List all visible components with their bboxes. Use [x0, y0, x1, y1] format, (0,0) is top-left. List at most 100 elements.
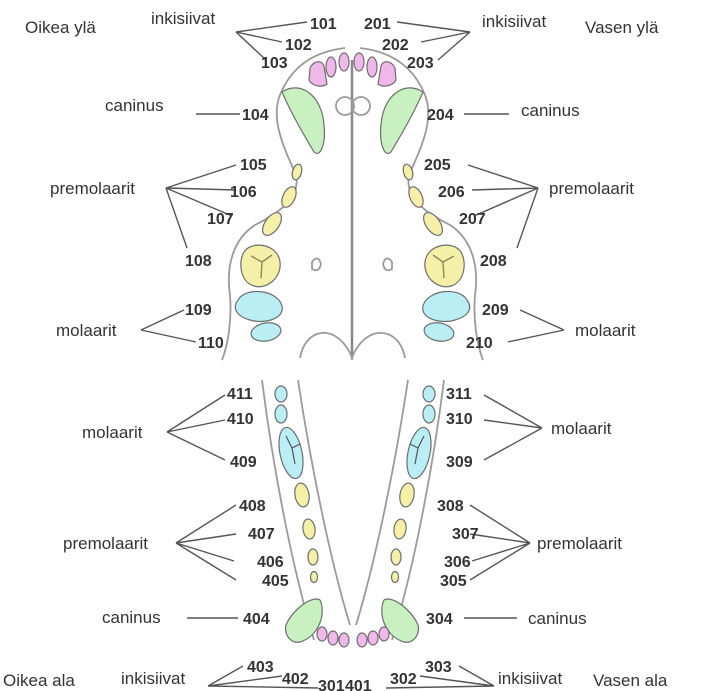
upper-foramen-right	[312, 258, 321, 270]
number-311: 311	[446, 386, 472, 403]
number-207: 207	[459, 211, 486, 228]
tooth-310	[423, 405, 435, 423]
corner-label-lower-right: Oikea ala	[3, 671, 75, 690]
number-309: 309	[446, 454, 473, 471]
label-lower-right-incisors: inkisiivat	[121, 669, 186, 688]
upper-foramen-left	[383, 258, 392, 270]
tooth-102	[326, 57, 336, 77]
number-307: 307	[452, 526, 479, 543]
tooth-405	[311, 572, 318, 583]
label-upper-left-premolars: premolaarit	[549, 179, 634, 198]
number-106: 106	[230, 184, 257, 201]
tooth-202	[367, 57, 377, 77]
number-210: 210	[466, 335, 493, 352]
label-lower-left-molars: molaarit	[551, 419, 612, 438]
number-408: 408	[239, 498, 266, 515]
leader-upper-left-premolars	[468, 165, 538, 248]
number-303: 303	[425, 659, 452, 676]
number-103: 103	[261, 55, 288, 72]
label-upper-right-canine: caninus	[105, 96, 164, 115]
label-upper-left-canine: caninus	[521, 101, 580, 120]
tooth-407	[302, 518, 317, 539]
number-405: 405	[262, 573, 289, 590]
number-102: 102	[285, 37, 312, 54]
number-407: 407	[248, 526, 275, 543]
label-upper-right-premolars: premolaarit	[50, 179, 135, 198]
label-upper-right-molars: molaarit	[56, 321, 117, 340]
tooth-409	[275, 425, 307, 480]
number-404: 404	[243, 611, 270, 628]
number-402: 402	[282, 671, 309, 688]
number-301: 301	[318, 678, 345, 691]
tooth-401	[339, 633, 349, 647]
tooth-204	[381, 88, 423, 154]
tooth-209	[423, 291, 470, 321]
number-306: 306	[444, 554, 471, 571]
number-209: 209	[482, 302, 509, 319]
label-lower-right-canine: caninus	[102, 608, 161, 627]
tooth-210	[423, 321, 456, 344]
tooth-307	[393, 518, 408, 539]
number-410: 410	[227, 411, 254, 428]
number-302: 302	[390, 671, 417, 688]
number-403: 403	[247, 659, 274, 676]
tooth-306	[391, 549, 401, 565]
tooth-411	[275, 386, 287, 402]
tooth-101	[339, 53, 349, 71]
label-lower-right-molars: molaarit	[82, 423, 143, 442]
tooth-numbers: 101 102 103 104 105 106 107 108 109 110 …	[185, 16, 509, 691]
leader-lower-left-molars	[484, 395, 542, 460]
number-108: 108	[185, 253, 212, 270]
label-upper-left-molars: molaarit	[575, 321, 636, 340]
label-upper-right-incisors: inkisiivat	[151, 9, 216, 28]
number-205: 205	[424, 157, 451, 174]
tooth-410	[275, 405, 287, 423]
number-308: 308	[437, 498, 464, 515]
lower-teeth	[275, 386, 435, 647]
number-411: 411	[227, 386, 253, 403]
tooth-402	[328, 631, 338, 645]
number-208: 208	[480, 253, 507, 270]
leader-lower-right-molars	[167, 395, 225, 460]
number-304: 304	[426, 611, 453, 628]
tooth-408	[293, 482, 311, 508]
text-labels: Oikea ylä Vasen ylä Oikea ala Vasen ala …	[3, 9, 668, 690]
tooth-109	[235, 291, 282, 321]
number-203: 203	[407, 55, 434, 72]
tooth-207	[420, 209, 446, 238]
tooth-302	[368, 631, 378, 645]
number-107: 107	[207, 211, 234, 228]
tooth-108	[241, 245, 280, 287]
number-401: 401	[345, 678, 372, 691]
label-upper-left-incisors: inkisiivat	[482, 12, 547, 31]
label-lower-left-canine: caninus	[528, 609, 587, 628]
number-310: 310	[446, 411, 473, 428]
tooth-406	[308, 549, 318, 565]
number-105: 105	[240, 157, 267, 174]
tooth-305	[392, 572, 399, 583]
tooth-311	[423, 386, 435, 402]
leader-upper-left-molars	[508, 310, 564, 342]
label-lower-left-premolars: premolaarit	[537, 534, 622, 553]
tooth-403	[317, 627, 327, 641]
label-lower-right-premolars: premolaarit	[63, 534, 148, 553]
tooth-301	[357, 633, 367, 647]
number-201: 201	[364, 16, 391, 33]
tooth-303	[379, 627, 389, 641]
leader-upper-right-premolars	[166, 165, 236, 248]
number-305: 305	[440, 573, 467, 590]
tooth-107	[259, 209, 285, 238]
tooth-103	[309, 62, 327, 86]
leader-lower-left-premolars	[470, 505, 530, 580]
tooth-110	[250, 321, 283, 344]
leader-lower-right-premolars	[176, 505, 236, 580]
tooth-208	[425, 245, 464, 287]
number-109: 109	[185, 302, 212, 319]
number-206: 206	[438, 184, 465, 201]
tooth-203	[378, 62, 396, 86]
lower-jaw-outer-right	[262, 380, 314, 640]
number-104: 104	[242, 107, 269, 124]
corner-label-upper-left: Vasen ylä	[585, 18, 659, 37]
tooth-308	[398, 482, 416, 508]
